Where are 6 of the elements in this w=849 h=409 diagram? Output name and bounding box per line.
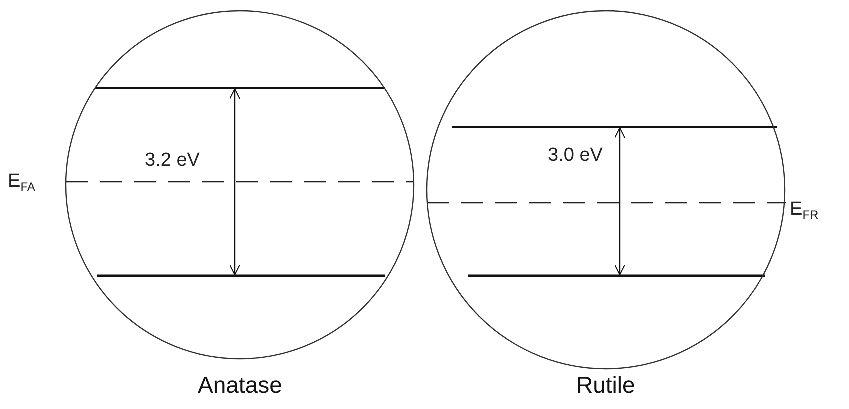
node-label: Anatase	[198, 374, 282, 397]
band-gap-value: 3.2 eV	[145, 151, 200, 170]
fermi-level-label: E$_{FR}$	[790, 200, 819, 221]
band-gap-value: 3.0 eV	[548, 146, 603, 165]
node-label: Rutile	[576, 374, 636, 397]
fermi-level-label: E$_{FA}$	[8, 172, 36, 193]
